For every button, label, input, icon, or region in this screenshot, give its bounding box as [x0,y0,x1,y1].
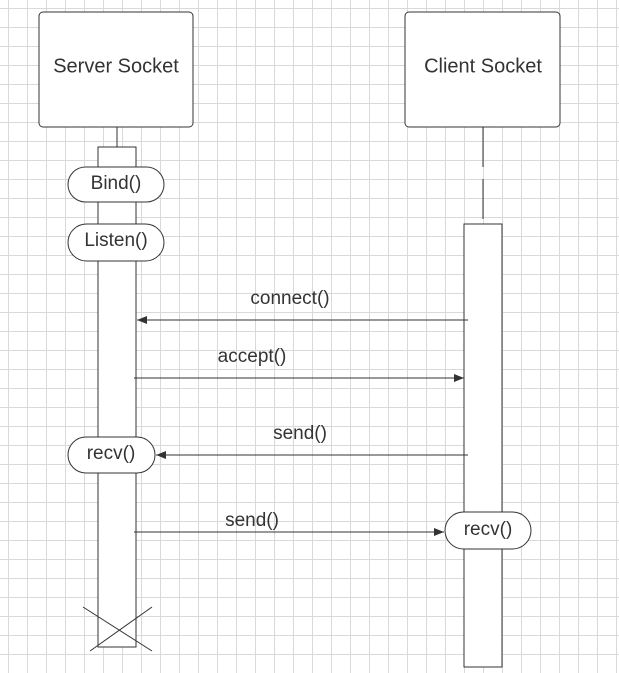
send-to-client-label: send() [225,510,279,531]
send-to-server-label: send() [273,423,327,444]
server-recv-label: recv() [86,443,136,464]
listen-activation[interactable] [67,223,165,262]
server-recv-activation[interactable] [67,436,156,474]
client-recv-activation[interactable] [444,511,532,550]
server-socket-box[interactable] [38,11,194,128]
bind-activation[interactable] [67,166,165,203]
client-socket-label: Client Socket [424,55,542,78]
accept-message-label: accept() [217,346,287,367]
server-socket-label: Server Socket [53,55,179,78]
client-activation-bar [463,223,503,668]
server-destroy-icon [82,606,153,652]
connect-message-label: connect() [250,288,330,309]
bind-label: Bind() [90,173,142,194]
client-recv-label: recv() [463,519,513,540]
listen-label: Listen() [84,230,148,251]
server-activation-bar [97,146,137,648]
